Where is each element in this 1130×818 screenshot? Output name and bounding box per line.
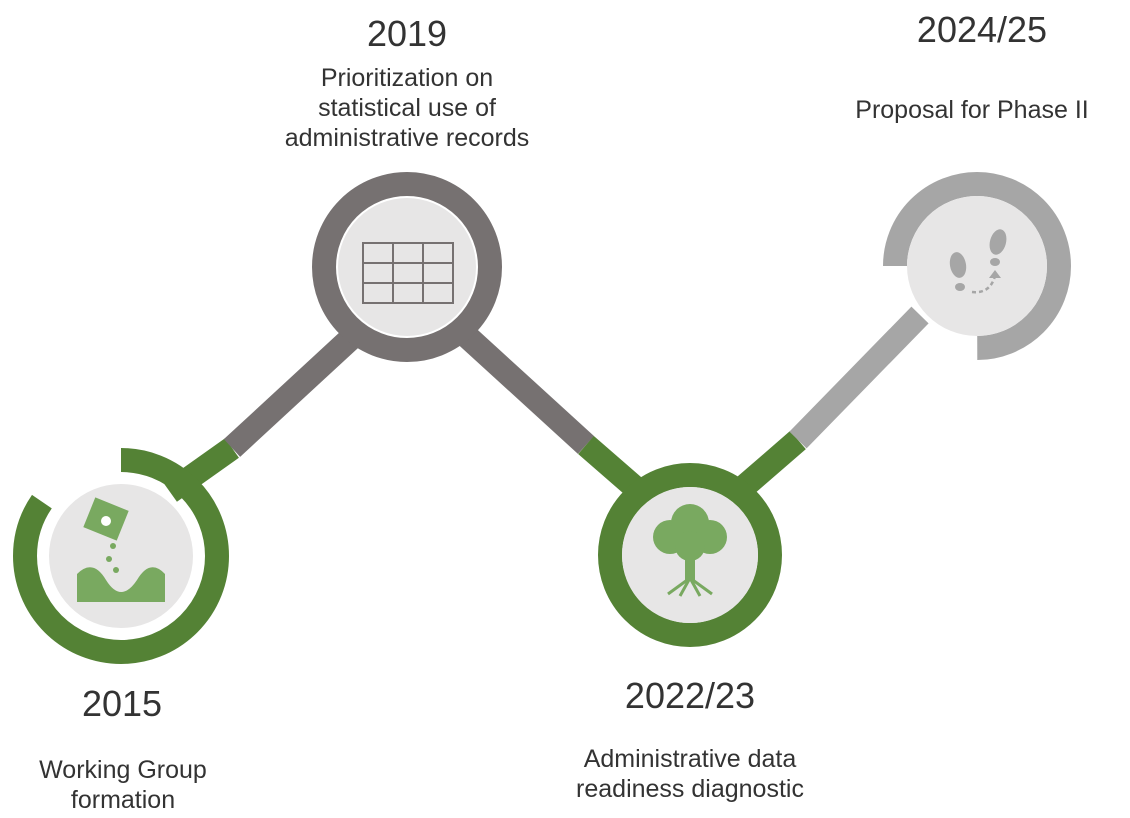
desc-line: Prioritization on: [320, 64, 494, 92]
year-2024-25: 2024/25: [916, 9, 1048, 50]
milestone-2015-description: Working Group formation: [0, 755, 246, 815]
connector-2019-2022-green: [578, 435, 648, 502]
year-2022-23: 2022/23: [624, 675, 756, 716]
milestone-2019-description: Prioritization on statistical use of adm…: [197, 63, 617, 153]
year-2015: 2015: [81, 683, 163, 724]
table-grid-icon: [362, 242, 454, 304]
seed-planting-icon: [77, 497, 165, 602]
milestone-2019-node: [312, 172, 502, 362]
footsteps-icon: [949, 229, 1007, 294]
connector-2022-2024-green: [730, 430, 806, 502]
connector-2019-2022-gray: [451, 321, 595, 454]
milestone-2024-description: Proposal for Phase II: [814, 95, 1130, 125]
milestone-2015-node: [13, 448, 229, 664]
tree-icon: [653, 504, 727, 597]
desc-line: administrative records: [284, 124, 530, 152]
desc-line: statistical use of: [318, 94, 496, 122]
desc-line: Proposal for Phase II: [855, 96, 1089, 124]
milestone-2024-node: [883, 172, 1071, 360]
connector-2015-2019-gray: [223, 319, 371, 457]
desc-line: Administrative data: [583, 745, 797, 773]
desc-line: formation: [70, 786, 176, 814]
desc-line: readiness diagnostic: [576, 775, 804, 803]
desc-line: Working Group: [39, 756, 207, 784]
milestone-2022-description: Administrative data readiness diagnostic: [490, 744, 890, 804]
connector-2022-2024-gray: [789, 306, 929, 449]
milestone-2022-node: [598, 463, 782, 647]
year-2019: 2019: [366, 13, 448, 54]
